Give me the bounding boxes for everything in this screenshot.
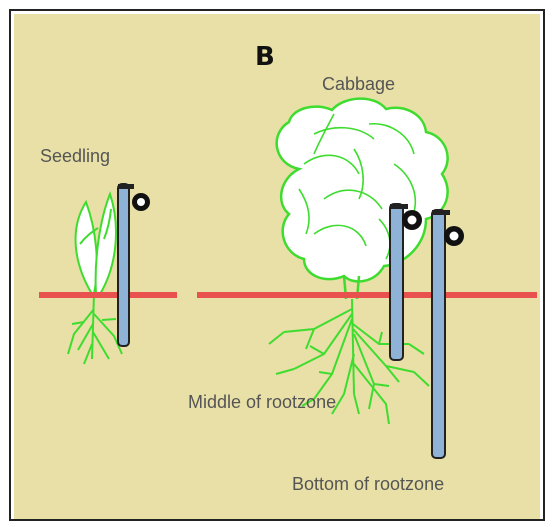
middle-rootzone-probe — [390, 204, 422, 360]
label-seedling: Seedling — [40, 146, 110, 167]
soil-line-right — [197, 292, 537, 298]
rootzone-diagram — [14, 14, 540, 519]
gauge-dial-icon — [444, 226, 464, 246]
label-cabbage: Cabbage — [322, 74, 395, 95]
label-bottom-rootzone: Bottom of rootzone — [292, 474, 444, 495]
diagram-panel: B Cabbage Seedling Middle of rootzone Bo… — [14, 14, 540, 519]
cabbage-plant — [277, 99, 448, 299]
seedling-probe — [118, 184, 150, 346]
panel-letter: B — [255, 42, 275, 72]
soil-line-left — [39, 292, 177, 298]
gauge-dial-icon — [132, 193, 150, 211]
bottom-rootzone-probe — [432, 210, 464, 458]
label-middle-rootzone: Middle of rootzone — [188, 392, 336, 413]
seedling-plant — [68, 194, 122, 364]
gauge-dial-icon — [402, 210, 422, 230]
